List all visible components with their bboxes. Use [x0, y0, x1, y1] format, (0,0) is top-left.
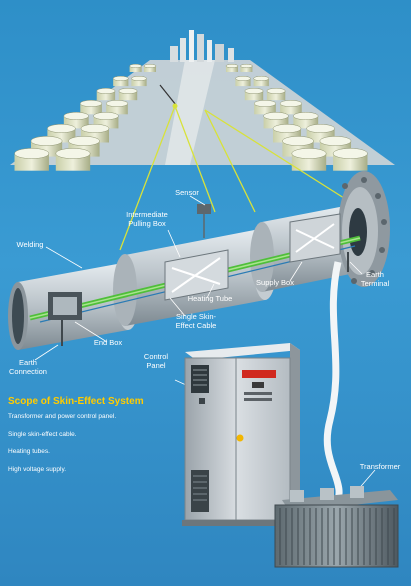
- storage-tank: [226, 66, 238, 72]
- storage-tank-roof: [96, 87, 116, 95]
- scope-section: Scope of Skin-Effect System Transformer …: [8, 396, 208, 483]
- storage-tank: [235, 78, 251, 87]
- storage-tank: [266, 91, 286, 101]
- section-marker-dot: [172, 103, 178, 109]
- scope-item: Transformer and power control panel.: [8, 413, 117, 420]
- storage-tank-roof: [112, 75, 129, 82]
- storage-tank-roof: [68, 136, 100, 146]
- storage-tank-roof: [319, 136, 352, 146]
- storage-tank-roof: [293, 112, 319, 120]
- storage-tank-roof: [47, 124, 76, 133]
- storage-tank: [129, 66, 142, 72]
- storage-tank: [80, 103, 102, 115]
- label-control-panel: Control Panel: [143, 352, 169, 370]
- scope-item: Single skin-effect cable.: [8, 430, 77, 438]
- label-heating-tube: Heating Tube: [187, 294, 233, 303]
- storage-tank: [144, 66, 156, 72]
- storage-tank-roof: [282, 136, 314, 146]
- storage-tank-roof: [118, 87, 138, 95]
- storage-tank-roof: [306, 124, 335, 133]
- storage-tank: [240, 66, 253, 72]
- storage-tank-roof: [14, 148, 50, 159]
- storage-tank: [253, 78, 269, 87]
- storage-tank-roof: [131, 75, 147, 82]
- storage-tank-roof: [143, 63, 157, 69]
- storage-tank-roof: [263, 112, 289, 120]
- label-intermediate-pulling-box: Intermediate Pulling Box: [126, 210, 168, 228]
- storage-tank-roof: [80, 124, 110, 133]
- pipeline-section-marker: [159, 84, 177, 106]
- storage-tank-roof: [129, 63, 142, 69]
- storage-tank-roof: [105, 100, 129, 107]
- label-end-box: End Box: [93, 338, 123, 347]
- label-supply-box: Supply Box: [256, 278, 294, 287]
- storage-tank: [131, 78, 147, 87]
- storage-tank-roof: [244, 87, 264, 95]
- storage-tank-roof: [235, 75, 251, 82]
- label-transformer: Transformer: [359, 462, 401, 471]
- panel-logo: [242, 370, 276, 378]
- storage-tank-roof: [332, 148, 368, 159]
- storage-tank: [254, 103, 276, 115]
- storage-tank-roof: [253, 75, 270, 82]
- scope-title: Scope of Skin-Effect System: [8, 396, 144, 407]
- label-welding: Welding: [16, 240, 44, 249]
- storage-tank: [244, 91, 264, 101]
- storage-tank: [118, 91, 138, 101]
- scope-item: High voltage supply.: [8, 465, 67, 473]
- storage-tank-roof: [63, 112, 89, 120]
- callout-lines: [119, 105, 356, 251]
- storage-tank: [280, 103, 302, 115]
- storage-tank-roof: [240, 63, 253, 69]
- tank-farm: [10, 30, 395, 171]
- storage-tank-roof: [279, 100, 302, 107]
- label-earth-connection: Earth Connection: [9, 358, 47, 376]
- label-sensor: Sensor: [175, 188, 199, 197]
- control-panel-cabinet: [182, 343, 302, 526]
- label-single-skin-effect-cable: Single Skin-Effect Cable: [175, 312, 217, 330]
- label-earth-terminal: Earth Terminal: [360, 270, 390, 288]
- storage-tank-roof: [225, 63, 239, 69]
- scope-item: Heating tubes.: [8, 448, 50, 455]
- storage-tank: [106, 103, 128, 115]
- storage-tank-roof: [30, 136, 63, 146]
- storage-tank: [96, 91, 116, 101]
- storage-tank-roof: [80, 100, 103, 107]
- transformer: [274, 486, 399, 568]
- storage-tank-roof: [93, 112, 119, 120]
- storage-tank-roof: [272, 124, 302, 133]
- supply-cable: [323, 261, 343, 510]
- storage-tank-roof: [291, 148, 327, 159]
- storage-tank: [113, 78, 129, 87]
- storage-tank-roof: [253, 100, 277, 107]
- storage-tank-roof: [266, 87, 286, 95]
- pipeline: [8, 171, 390, 350]
- storage-tank-roof: [55, 148, 91, 159]
